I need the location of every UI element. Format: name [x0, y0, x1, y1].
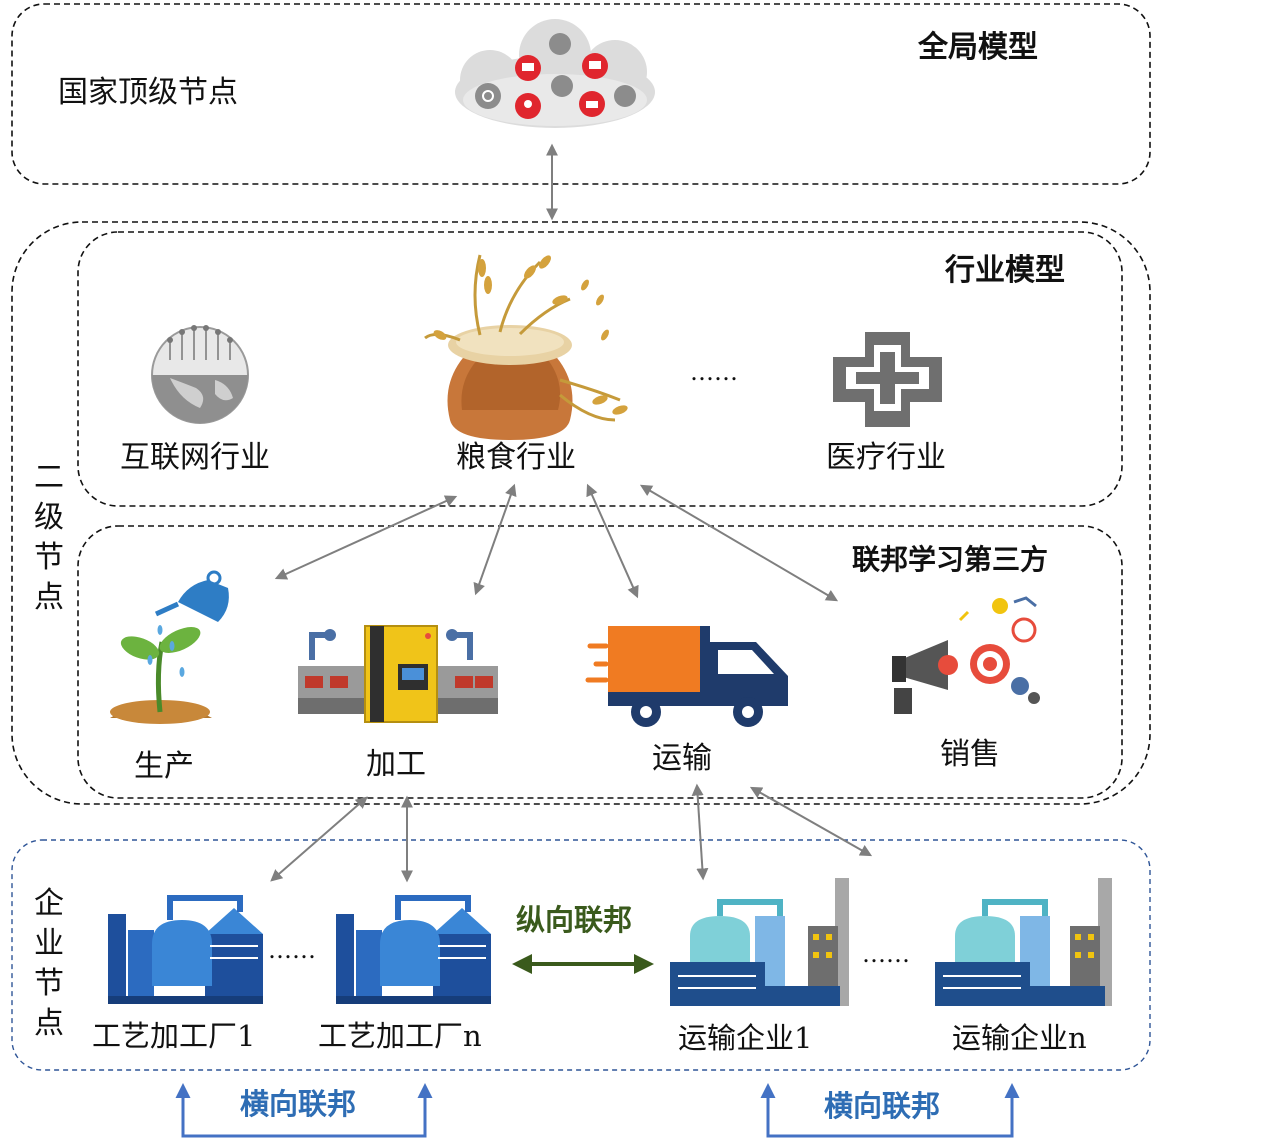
enterprise-transport-1-label: 运输企业1 [678, 1021, 813, 1055]
third-party-label: 联邦学习第三方 [852, 543, 1049, 576]
horizontal-federation-left-label: 横向联邦 [240, 1087, 357, 1121]
plant-watering-icon [110, 570, 229, 724]
industry-grain-label: 粮食行业 [456, 440, 576, 475]
enterprise-factory-n-label: 工艺加工厂n [318, 1019, 482, 1053]
factory-ellipsis: …… [268, 936, 316, 964]
top-level-box [11, 3, 1151, 185]
delivery-truck-icon [585, 626, 788, 727]
horizontal-federation-left-bracket [175, 1083, 433, 1138]
transport-ellipsis: …… [862, 940, 910, 968]
cloud-icon [455, 19, 655, 128]
industry-medical-label: 医疗行业 [826, 440, 946, 475]
industrial-plant-n-icon [935, 878, 1112, 1006]
globe-circuit-icon [151, 325, 249, 424]
stage-transport-label: 运输 [652, 741, 712, 776]
industry-production-arrow [274, 495, 458, 580]
second-node-label: 二级节点 [34, 460, 64, 615]
factory-machine-icon [298, 625, 498, 723]
processing-plant-1-icon [108, 895, 263, 1004]
top-node-label: 国家顶级节点 [58, 75, 238, 110]
industry-model-label: 行业模型 [945, 253, 1065, 288]
medical-cross-icon [833, 332, 942, 427]
transport-enterprise1-arrow [691, 783, 709, 881]
global-model-label: 全局模型 [918, 30, 1038, 65]
industry-internet-label: 互联网行业 [120, 440, 270, 475]
stage-processing-label: 加工 [366, 747, 426, 782]
marketing-icon [892, 596, 1040, 714]
enterprise-node-label: 企业节点 [34, 886, 64, 1041]
horizontal-federation-right-label: 横向联邦 [824, 1089, 941, 1123]
horizontal-federation-right-bracket [760, 1083, 1020, 1138]
vertical-federation-label: 纵向联邦 [516, 903, 633, 937]
stage-sales-label: 销售 [940, 737, 1000, 772]
processing-factory1-arrow [270, 796, 368, 882]
industry-ellipsis: …… [690, 358, 738, 386]
industrial-plant-1-icon [670, 878, 849, 1006]
processing-plant-n-icon [336, 895, 491, 1004]
industry-sales-arrow [639, 484, 839, 602]
grain-sack-icon [424, 254, 628, 440]
industry-transport-arrow [586, 483, 639, 599]
industry-processing-arrow [473, 483, 517, 596]
transport-enterprisen-arrow [749, 786, 873, 857]
enterprise-factory-1-label: 工艺加工厂1 [92, 1019, 256, 1053]
enterprise-transport-n-label: 运输企业n [952, 1021, 1087, 1055]
enterprise-level-box [11, 839, 1151, 1071]
stage-production-label: 生产 [134, 749, 194, 784]
